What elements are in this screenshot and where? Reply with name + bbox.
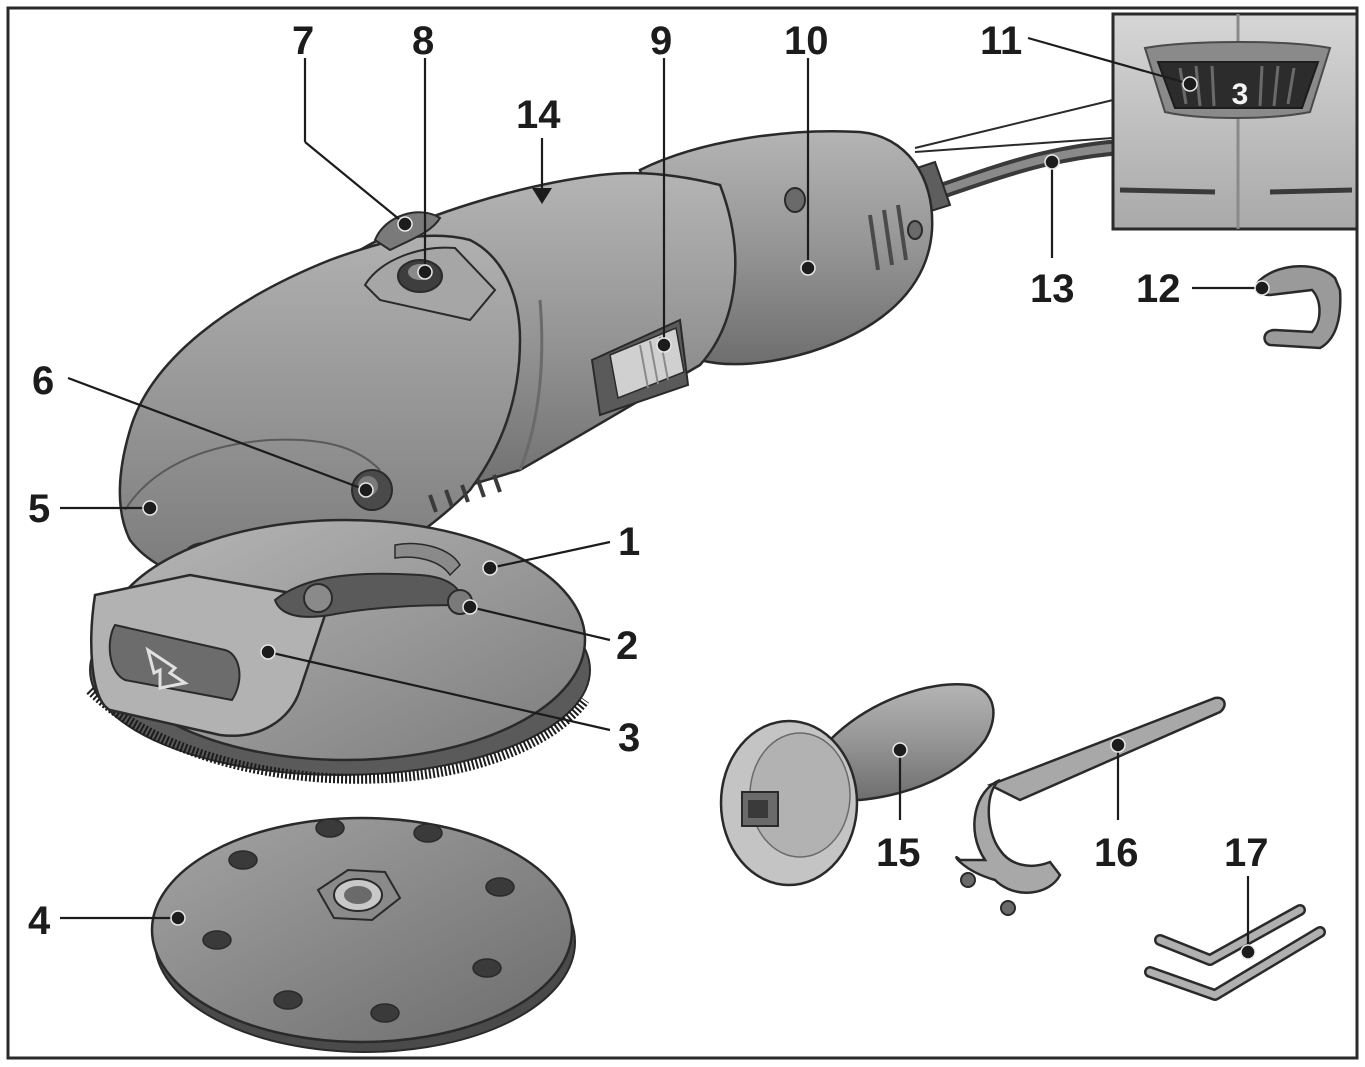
callout-1: 1 [618, 520, 640, 564]
guard-clamp-lever [273, 542, 473, 618]
callouts: 1 2 3 4 5 6 7 8 9 10 [28, 19, 1270, 960]
callout-13: 13 [1030, 267, 1075, 311]
callout-16: 16 [1094, 831, 1139, 875]
speed-dial-value: 3 [1232, 78, 1249, 111]
callout-7: 7 [292, 19, 314, 63]
callout-5: 5 [28, 487, 50, 531]
callout-10: 10 [784, 19, 829, 63]
guard-front-panel [90, 573, 332, 738]
auxiliary-handle [719, 683, 995, 887]
callout-9: 9 [650, 19, 672, 63]
pin-wrench [955, 696, 1226, 916]
backing-pad [150, 816, 576, 1053]
callout-11: 11 [980, 19, 1022, 63]
callout-6: 6 [32, 359, 54, 403]
callout-3: 3 [618, 716, 640, 760]
cord-clip [1255, 265, 1342, 350]
callout-15: 15 [876, 831, 921, 875]
hex-keys [1144, 904, 1326, 1001]
callout-4: 4 [28, 899, 51, 943]
callout-2: 2 [616, 624, 638, 668]
callout-12: 12 [1136, 267, 1181, 311]
callout-17: 17 [1224, 831, 1269, 875]
callout-14: 14 [516, 93, 561, 137]
speed-dial-inset: 3 [914, 12, 1359, 231]
callout-8: 8 [412, 19, 434, 63]
